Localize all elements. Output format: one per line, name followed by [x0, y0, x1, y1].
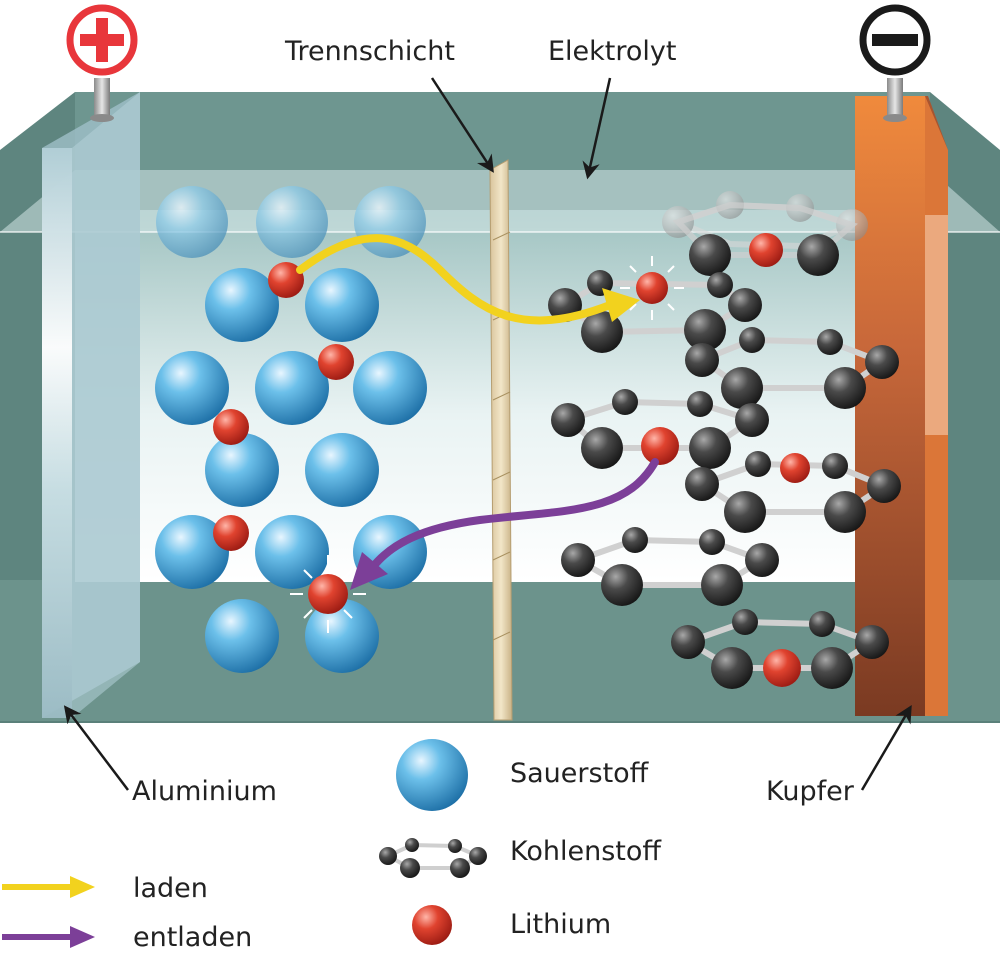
carbon-ring: [548, 270, 762, 353]
negative-terminal: [859, 4, 931, 122]
legend-discharge-arrow-icon: [2, 926, 95, 948]
carbon-ring: [671, 609, 889, 689]
legend-oxygen-label: Sauerstoff: [510, 758, 650, 789]
legend-lithium-label: Lithium: [510, 909, 611, 940]
carbon-ring: [561, 527, 779, 606]
carbon-ring: [685, 451, 901, 533]
electrolyte-label: Elektrolyt: [548, 36, 677, 67]
legend-carbon-icon: [379, 838, 487, 878]
legend-lithium-icon: [412, 905, 452, 945]
separator: [489, 159, 513, 721]
copper-collector: [855, 96, 948, 716]
lithium-sparkle-anode: [620, 256, 684, 320]
carbon-ring: [685, 327, 899, 409]
carbon-graphite: [548, 191, 901, 689]
pointer-lines: [63, 77, 912, 791]
lithium-sparkle-cathode: [290, 555, 366, 633]
legend: Sauerstoff Kohlenstoff Lithium laden ent…: [2, 739, 662, 953]
legend-charge-arrow-icon: [2, 876, 95, 898]
aluminium-collector: [42, 92, 140, 718]
discharge-arrow: [350, 458, 659, 590]
legend-discharge-label: entladen: [133, 922, 252, 953]
positive-terminal: [66, 4, 138, 122]
legend-carbon-label: Kohlenstoff: [510, 836, 662, 867]
legend-charge-label: laden: [133, 873, 208, 904]
carbon-ring: [672, 201, 858, 276]
separator-label: Trennschicht: [284, 36, 455, 67]
charge-arrow: [296, 234, 640, 325]
aluminium-label: Aluminium: [132, 776, 277, 807]
legend-oxygen-icon: [396, 739, 468, 811]
lithium-atoms: [213, 233, 810, 687]
copper-label: Kupfer: [766, 776, 855, 807]
carbon-ring: [551, 389, 769, 469]
